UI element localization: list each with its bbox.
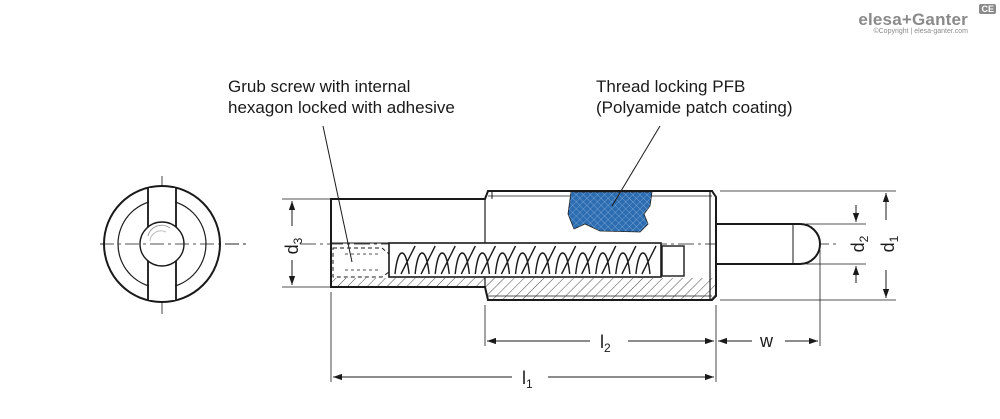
brand-name: elesa+Ganter	[858, 10, 968, 29]
ce-mark: CE	[979, 4, 996, 14]
extension-lines	[282, 190, 896, 382]
side-view	[300, 190, 840, 301]
dim-l1-label: l1	[522, 368, 533, 391]
spring	[394, 245, 657, 275]
grub-screw-label-line1: Grub screw with internal	[228, 77, 411, 96]
end-view	[100, 176, 250, 314]
grub-screw-label-line2: hexagon locked with adhesive	[228, 98, 455, 117]
brand-logo: elesa+Ganter ©Copyright | elesa-ganter.c…	[858, 10, 968, 35]
thread-locking-label-line1: Thread locking PFB	[596, 77, 746, 96]
dim-l2-label: l2	[600, 332, 611, 355]
dim-d3-label: d3	[282, 237, 305, 254]
dim-d2-label: d2	[848, 235, 871, 252]
dimension-lines	[288, 193, 890, 381]
grub-screw-leader	[322, 125, 353, 263]
patch-leader	[611, 125, 661, 207]
dim-w-label: w	[759, 331, 774, 351]
thread-locking-label-line2: (Polyamide patch coating)	[596, 98, 793, 117]
dim-d1-label: d1	[878, 235, 901, 252]
brand-copyright: ©Copyright | elesa-ganter.com	[873, 28, 968, 35]
